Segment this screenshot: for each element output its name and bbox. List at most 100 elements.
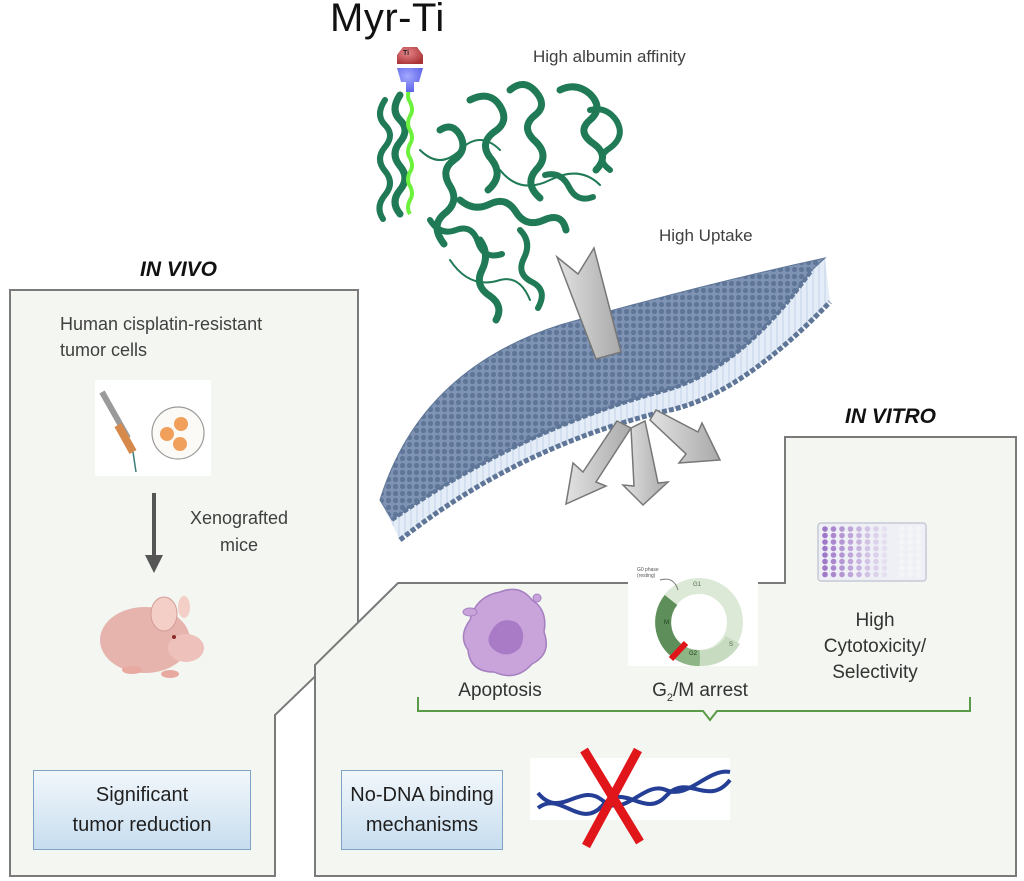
plate-well (898, 526, 905, 532)
syringe-cells-icon (95, 380, 211, 476)
plate-well (907, 558, 913, 565)
plate-well (873, 526, 879, 532)
plate-well (873, 532, 879, 539)
plate-well (915, 565, 922, 571)
plate-well (864, 526, 871, 532)
plate-well (907, 526, 913, 532)
plate-well (898, 532, 905, 539)
plate-well (881, 558, 888, 565)
g2m-arrest-label: G2/M arrest (630, 678, 770, 711)
xenograft-label-line2: mice (219, 535, 258, 555)
outgoing-arrows-icon (565, 409, 722, 507)
plate-well (890, 526, 896, 532)
plate-well (847, 565, 854, 571)
m-label: M (664, 620, 669, 626)
plate-well (907, 571, 913, 578)
g0-label: G0 phase (637, 567, 659, 573)
plate-well (907, 539, 913, 545)
plate-well (881, 532, 888, 539)
plate-well (839, 526, 845, 532)
plate-well (822, 545, 828, 552)
g1-label: G1 (693, 582, 702, 588)
g2m-label-sub: 2 (666, 691, 673, 704)
plate-well (830, 539, 837, 545)
plate-well (890, 571, 896, 578)
plate-well (839, 539, 845, 545)
plate-well (856, 532, 862, 539)
plate-well (864, 558, 871, 565)
plate-well (830, 526, 837, 532)
plate-well (898, 558, 905, 565)
plate-well (856, 552, 862, 558)
plate-well (839, 558, 845, 565)
plate-well (822, 565, 828, 571)
plate-well (822, 558, 828, 565)
no-dna-binding-result: No-DNA binding mechanisms (341, 770, 503, 850)
plate-well (856, 571, 862, 578)
tumor-reduction-line1: Significant (95, 784, 189, 806)
plate-well (847, 532, 854, 539)
g2-label: G2 (689, 651, 698, 657)
plate-well (864, 552, 871, 558)
plate-well (856, 558, 862, 565)
plate-well (864, 532, 871, 539)
cells-label-line2: tumor cells (60, 340, 148, 360)
apoptotic-cell-icon (462, 588, 547, 677)
plate-well (890, 545, 896, 552)
plate-well (856, 565, 862, 571)
plate-well (898, 539, 905, 545)
plate-well (890, 539, 896, 545)
cytotoxicity-line3: Selectivity (832, 662, 918, 683)
plate-well (907, 532, 913, 539)
g0-phase-label: G0 phase (resting) (637, 567, 659, 579)
plate-well (839, 545, 845, 552)
plate-well (890, 565, 896, 571)
compound-title: Myr-Ti (330, 0, 445, 40)
plate-well (839, 571, 845, 578)
plate-well (864, 539, 871, 545)
plate-well (873, 565, 879, 571)
well-plate-icon (817, 522, 927, 582)
cell-membrane-icon (379, 257, 832, 542)
plate-well (856, 539, 862, 545)
albumin-protein-icon (376, 81, 623, 324)
apoptosis-label: Apoptosis (458, 680, 542, 701)
tumor-reduction-line2: tumor reduction (72, 814, 212, 836)
albumin-affinity-label: High albumin affinity (533, 47, 686, 66)
plate-well (915, 532, 922, 539)
plate-well (898, 552, 905, 558)
plate-well (847, 545, 854, 552)
plate-well (907, 552, 913, 558)
cytotoxicity-label: High Cytotoxicity/ Selectivity (800, 608, 950, 686)
plate-well (915, 545, 922, 552)
plate-well (915, 571, 922, 578)
plate-well (830, 565, 837, 571)
tumor-reduction-result: Significant tumor reduction (33, 770, 251, 850)
no-dna-binding-line2: mechanisms (365, 814, 479, 836)
plate-well (847, 539, 854, 545)
plate-well (890, 552, 896, 558)
plate-well (822, 532, 828, 539)
linker-icon (397, 68, 423, 92)
plate-well (890, 558, 896, 565)
plate-well (839, 532, 845, 539)
plate-well (881, 526, 888, 532)
plate-well (856, 526, 862, 532)
plate-well (830, 558, 837, 565)
uptake-arrow-icon (555, 246, 622, 360)
plate-well (873, 545, 879, 552)
myristoyl-chain-icon (406, 87, 414, 216)
plate-well (847, 558, 854, 565)
plate-well (830, 552, 837, 558)
plate-well (822, 552, 828, 558)
plate-well (856, 545, 862, 552)
in-vitro-title: IN VITRO (845, 405, 937, 428)
plate-well (915, 552, 922, 558)
plate-well (847, 526, 854, 532)
plate-well (822, 526, 828, 532)
cells-label-line1: Human cisplatin-resistant (60, 314, 263, 334)
uptake-label: High Uptake (659, 226, 753, 245)
plate-well (881, 545, 888, 552)
plate-well (873, 539, 879, 545)
